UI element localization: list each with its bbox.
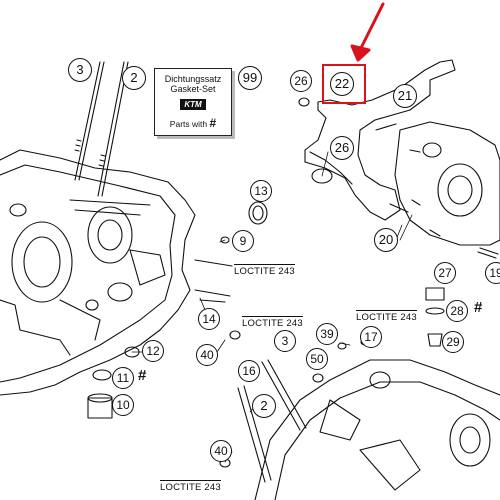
hash-mark-28: # (474, 299, 483, 316)
callout-22[interactable]: 22 (330, 72, 354, 96)
callout-3[interactable]: 3 (68, 58, 92, 82)
plug-and-washer (425, 287, 445, 347)
callout-13[interactable]: 13 (250, 180, 272, 202)
cover-gasket-part-22 (298, 59, 456, 221)
callout-3-lower[interactable]: 3 (274, 330, 296, 352)
gasket-hash: # (209, 116, 217, 130)
callout-40-upper[interactable]: 40 (196, 344, 218, 366)
loctite-label-4: LOCTITE 243 (160, 480, 221, 493)
callout-14[interactable]: 14 (198, 308, 220, 330)
right-engine-cover (375, 121, 500, 259)
gasket-set-card[interactable]: Dichtungssatz Gasket-Set KTM Parts with … (154, 68, 232, 136)
highlight-box (322, 64, 366, 104)
gasket-title-de: Dichtungssatz (164, 74, 222, 84)
seal-and-washers (87, 201, 268, 468)
right-crankcase (237, 338, 500, 500)
callout-10[interactable]: 10 (112, 394, 134, 416)
callout-99[interactable]: 99 (238, 66, 262, 90)
callout-19[interactable]: 19 (485, 262, 500, 284)
hash-mark-11: # (138, 367, 147, 384)
callout-2[interactable]: 2 (122, 66, 146, 90)
loctite-label-2: LOCTITE 243 (242, 316, 303, 329)
callout-26-upper[interactable]: 26 (290, 70, 312, 92)
callout-11[interactable]: 11 (112, 367, 134, 389)
callout-39[interactable]: 39 (316, 323, 338, 345)
callout-21[interactable]: 21 (393, 84, 417, 108)
callout-29[interactable]: 29 (442, 331, 464, 353)
leader-lines (131, 151, 413, 463)
callout-20[interactable]: 20 (374, 228, 398, 252)
callout-28[interactable]: 28 (446, 300, 468, 322)
callout-12[interactable]: 12 (142, 340, 164, 362)
callout-16[interactable]: 16 (238, 360, 260, 382)
loctite-label-3: LOCTITE 243 (356, 310, 417, 323)
callout-50[interactable]: 50 (306, 348, 328, 370)
callout-9[interactable]: 9 (232, 230, 254, 252)
long-studs (74, 61, 129, 197)
callout-17[interactable]: 17 (360, 326, 382, 348)
loctite-label-1: LOCTITE 243 (234, 264, 295, 277)
left-crankcase (0, 149, 196, 396)
highlight-arrow (350, 2, 385, 62)
ktm-logo: KTM (180, 99, 206, 110)
callout-26-lower[interactable]: 26 (330, 136, 354, 160)
callout-40-lower[interactable]: 40 (210, 440, 232, 462)
gasket-title-en: Gasket-Set (170, 84, 216, 94)
parts-with-label: Parts with (169, 119, 208, 129)
gasket-parts-with: Parts with # (155, 116, 231, 130)
callout-2-lower[interactable]: 2 (252, 394, 276, 418)
callout-27[interactable]: 27 (434, 262, 456, 284)
